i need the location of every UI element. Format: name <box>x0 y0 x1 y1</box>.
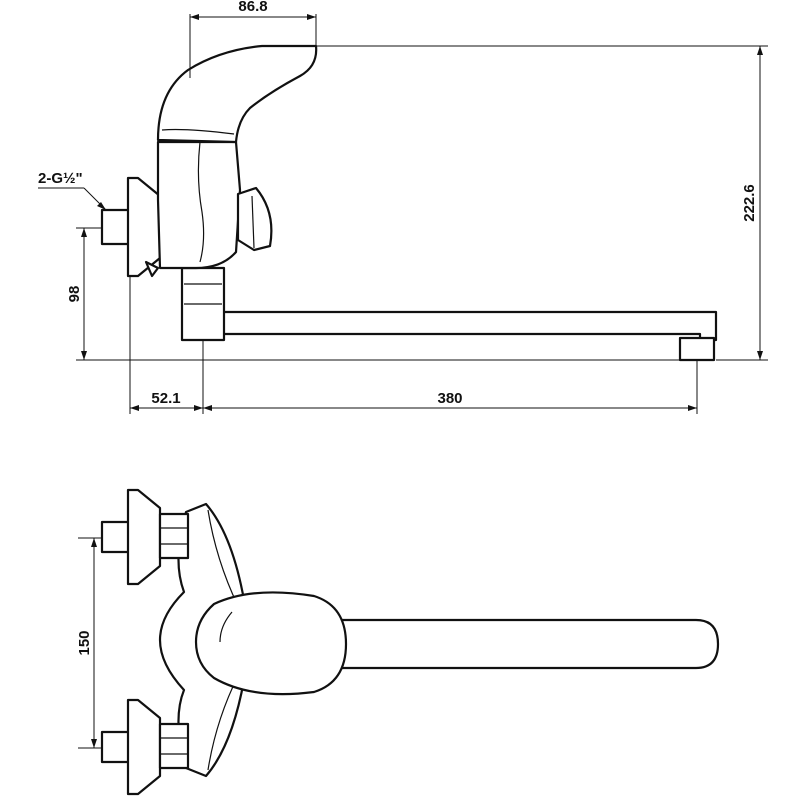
dim-label-handle-offset: 86.8 <box>238 0 267 15</box>
side-lever-handle <box>156 44 318 144</box>
top-spout <box>328 618 720 670</box>
side-wall-flange <box>126 176 162 278</box>
side-aerator <box>678 336 716 362</box>
top-lower-hex-nut <box>158 722 190 770</box>
top-dimensions: 150 <box>76 537 102 749</box>
thread-callout: 2-G½" <box>38 170 83 187</box>
dim-label-connector-height: 98 <box>66 286 83 303</box>
side-view <box>100 44 718 362</box>
dim-label-total-height: 222.6 <box>741 184 758 222</box>
top-view <box>100 488 720 796</box>
side-diverter-knob <box>236 186 273 252</box>
top-lower-flange <box>126 698 162 796</box>
top-upper-hex-nut <box>158 512 190 560</box>
side-spout <box>220 310 718 342</box>
dim-label-spout-length: 380 <box>437 390 462 407</box>
top-lever-handle <box>194 591 348 696</box>
side-dimensions: 86.8 222.6 98 52.1 380 2-G½" <box>38 0 768 414</box>
dim-label-inlet-spacing: 150 <box>76 630 93 655</box>
top-upper-flange <box>126 488 162 586</box>
dim-label-wall-offset: 52.1 <box>151 390 180 407</box>
